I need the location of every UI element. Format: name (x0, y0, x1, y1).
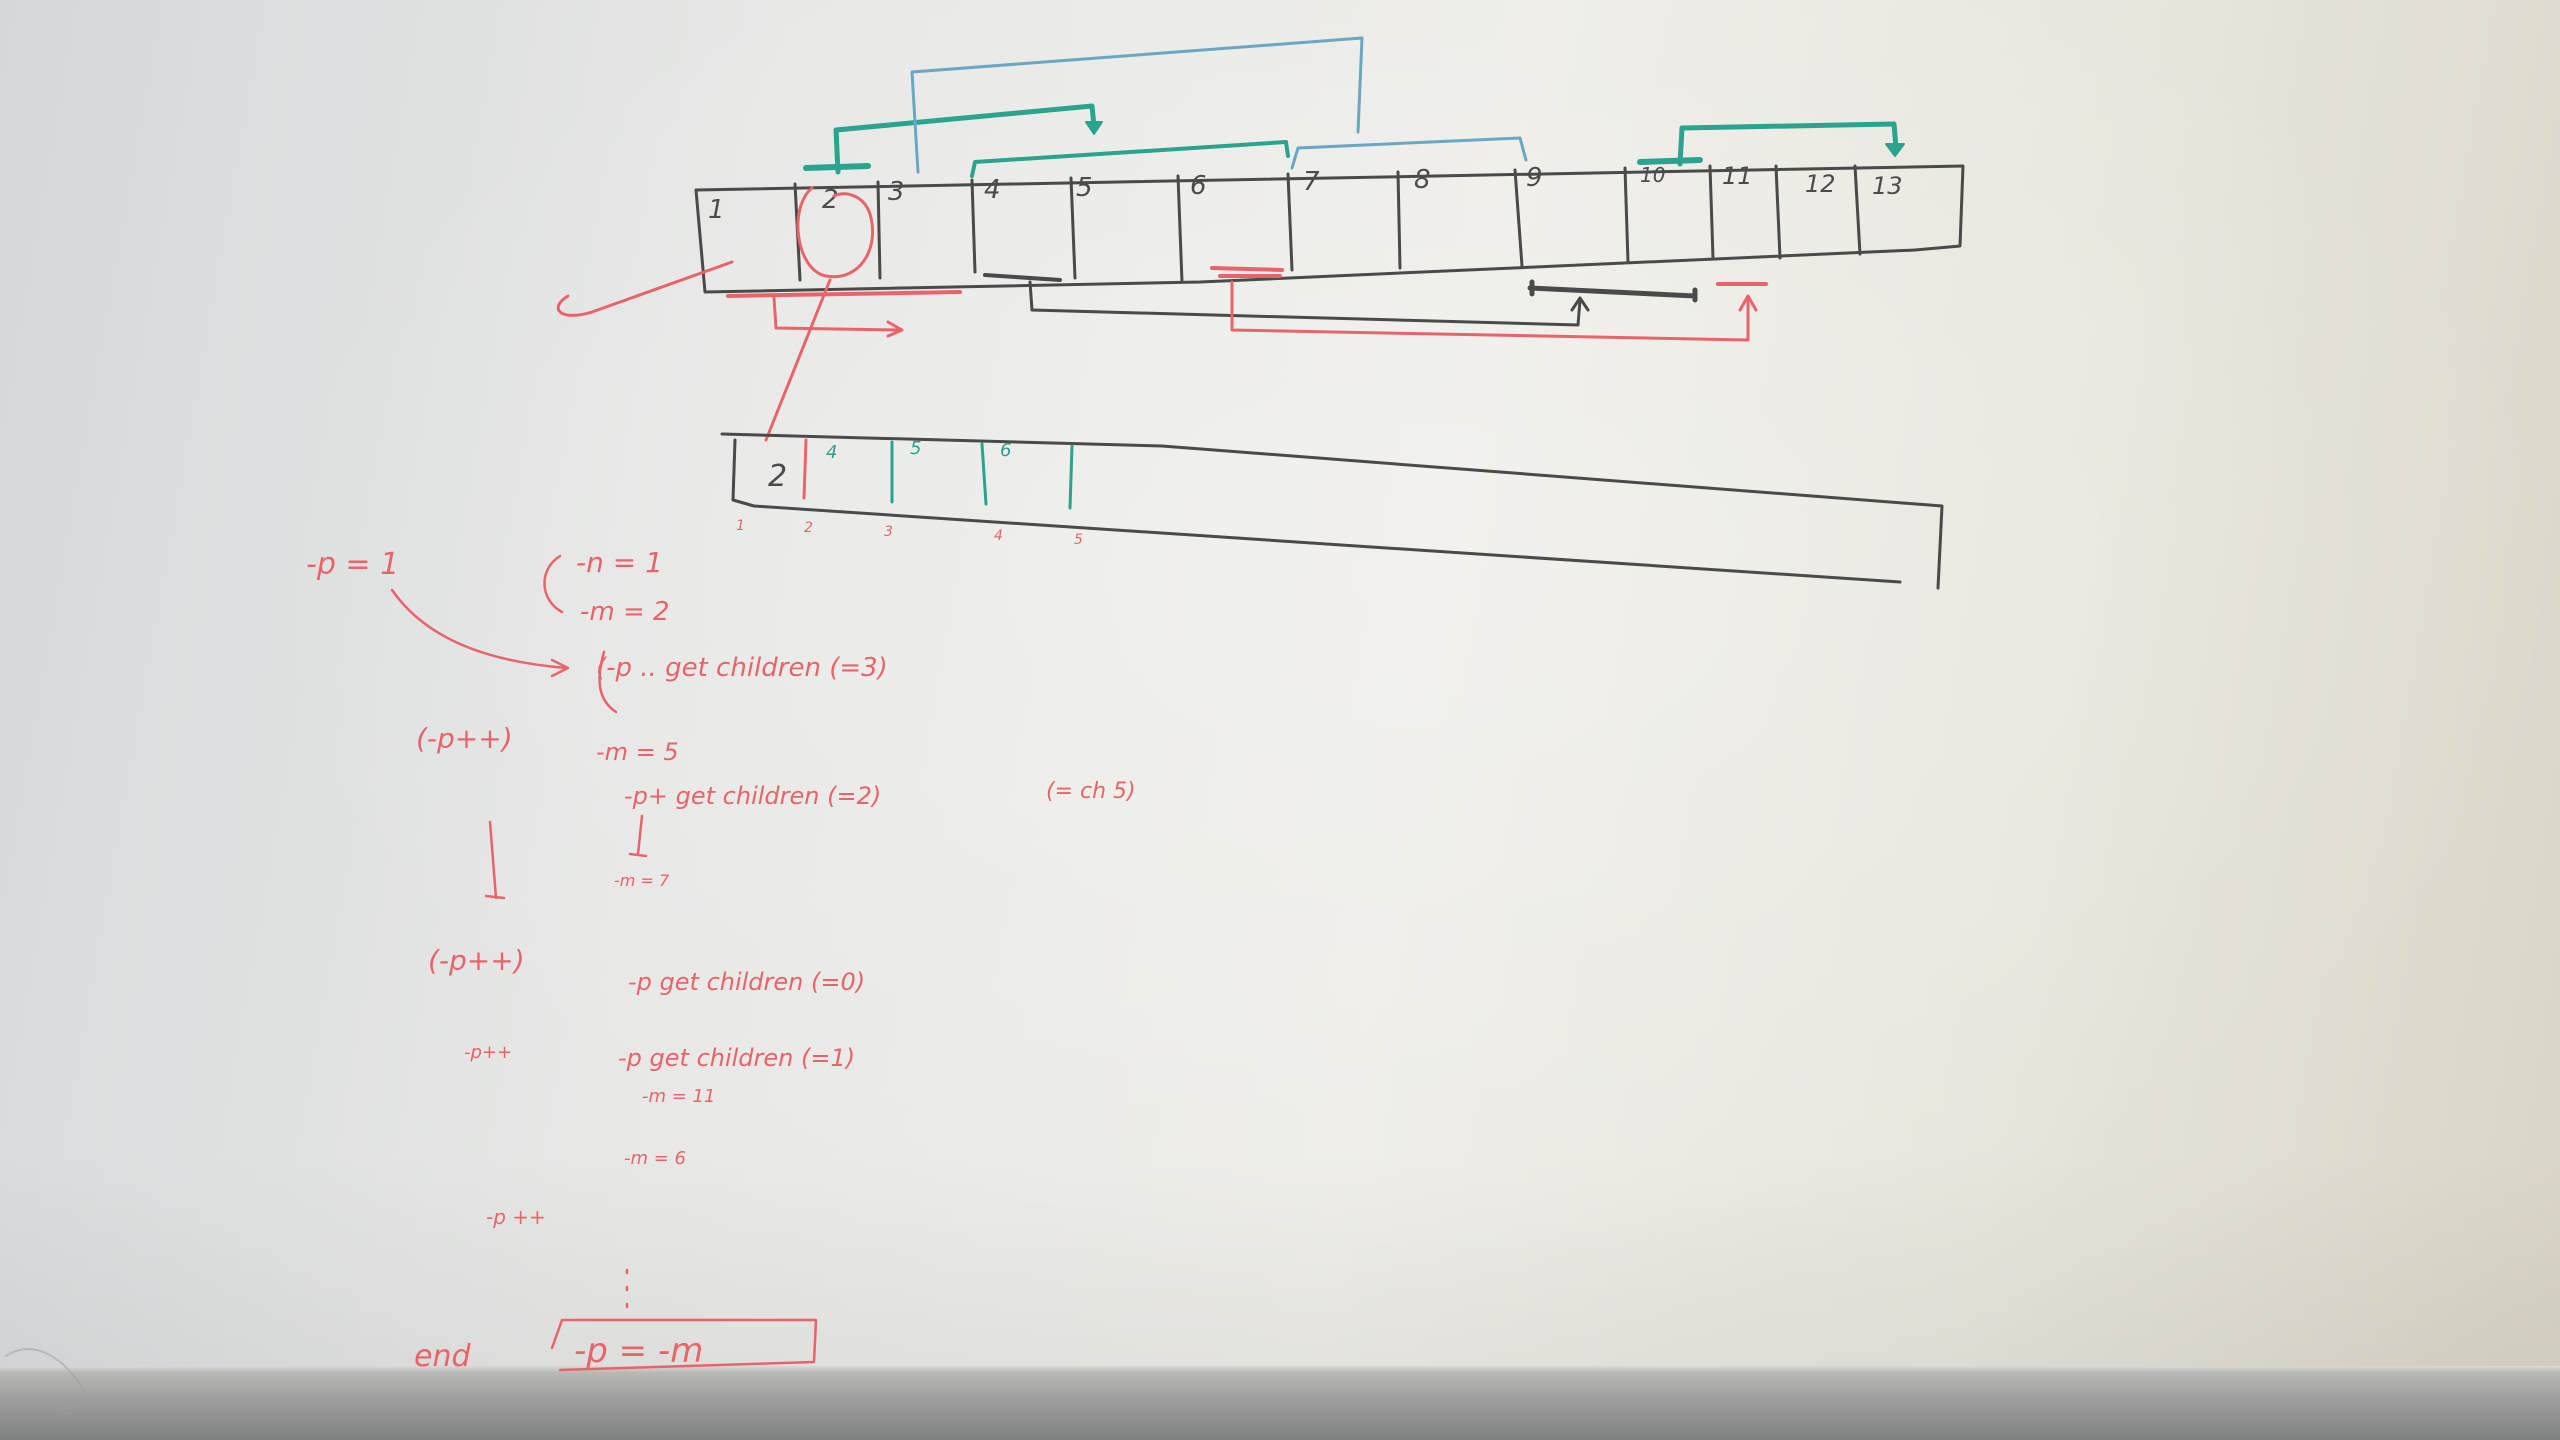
bottom-index-2: 2 (804, 520, 813, 536)
red-loop-cell-2 (796, 186, 875, 279)
note-m-eq-6: -m = 6 (624, 1148, 686, 1169)
black-bracket-9-10 (1527, 279, 1698, 303)
line-p-inc-1-down (484, 820, 506, 900)
note-m-eq-11: -m = 11 (642, 1086, 715, 1107)
teal-base-2 (803, 163, 871, 171)
top-cell-10: 10 (1640, 163, 1665, 187)
note-m-eq-7: -m = 7 (614, 871, 670, 890)
red-arrow-1-to-3 (772, 296, 904, 338)
note-get-children-3: -p get children (=0) (628, 968, 865, 996)
blue-arrow-7-to-9 (1290, 136, 1528, 170)
teal-arrow-2-to-6 (833, 103, 1097, 175)
eraser-smudges (5, 1348, 121, 1411)
red-curl-left (556, 260, 734, 317)
top-cell-2: 2 (822, 185, 839, 215)
note-get-children-1: (-p .. get children (=3) (596, 653, 888, 683)
note-p-inc-2: (-p++) (428, 944, 525, 977)
black-bracket-4-5 (983, 273, 1062, 282)
top-array (694, 164, 1965, 327)
note-get-children-4: -p get children (=1) (618, 1044, 855, 1072)
teal-arrow-10-to-13 (1677, 121, 1899, 167)
pseudocode-text: -p = 1 -n = 1 -m = 2 (-p .. get children… (306, 546, 1136, 1374)
red-link-to-bottom (764, 278, 832, 442)
teal-arrows (803, 103, 1905, 178)
bottom-cell-3: 5 (910, 438, 921, 459)
black-connector (1028, 280, 1590, 327)
note-aside: (= ch 5) (1046, 779, 1136, 804)
bottom-cell-2: 4 (826, 442, 837, 463)
note-m-eq-2: -m = 2 (580, 597, 670, 627)
top-cell-3: 3 (888, 177, 905, 207)
note-end-condition: -p = -m (574, 1331, 703, 1371)
red-marks-top (556, 186, 1768, 442)
bottom-array (720, 432, 1944, 590)
note-n-eq-1: -n = 1 (576, 546, 663, 579)
note-get-children-2: -p+ get children (=2) (624, 782, 881, 810)
top-array-indices: 1 2 3 4 5 6 7 8 9 10 11 12 13 (708, 162, 1903, 225)
brace-n-m (543, 554, 564, 614)
teal-arrowhead-6 (1085, 121, 1103, 135)
top-cell-6: 6 (1190, 171, 1207, 201)
note-m-eq-5: -m = 5 (596, 738, 679, 766)
note-p-inc-3: -p++ (464, 1042, 512, 1063)
top-cell-11: 11 (1722, 162, 1753, 190)
teal-base-10 (1637, 157, 1703, 165)
top-cell-5: 5 (1076, 173, 1093, 203)
end-condition-box (550, 1318, 818, 1372)
note-p-eq-1: -p = 1 (306, 547, 399, 582)
pseudocode-arrows (390, 554, 818, 1372)
top-cell-8: 8 (1414, 165, 1431, 195)
bottom-index-1: 1 (736, 518, 745, 534)
brace-get-children-1 (598, 650, 618, 714)
top-array-dividers (793, 164, 1862, 284)
red-underline-1-3 (726, 290, 962, 298)
marker-tray-lip (0, 1366, 2560, 1374)
red-arrow-6-to-11 (1230, 280, 1758, 342)
note-end: end (414, 1339, 471, 1374)
bottom-array-dividers (802, 438, 1074, 510)
bottom-index-3: 3 (884, 524, 893, 540)
red-underline-6 (1210, 266, 1284, 278)
blue-arrow-3-to-7 (910, 36, 1364, 174)
top-cell-12: 12 (1805, 170, 1836, 198)
arrow-p-to-get-children (390, 588, 570, 678)
bottom-cell-4: 6 (1000, 440, 1011, 461)
bottom-index-5: 5 (1074, 532, 1083, 548)
marker-tray (0, 1372, 2560, 1440)
top-cell-9: 9 (1526, 163, 1543, 193)
note-p-inc-4: -p ++ (486, 1205, 546, 1229)
bottom-cell-1: 2 (768, 459, 787, 494)
teal-arrow-4-span (970, 140, 1290, 178)
teal-arrowhead-13 (1885, 143, 1905, 157)
bottom-array-outline (720, 432, 1944, 590)
bottom-index-4: 4 (994, 528, 1003, 544)
top-cell-13: 13 (1872, 172, 1903, 200)
top-cell-1: 1 (708, 195, 725, 225)
top-cell-7: 7 (1303, 167, 1320, 197)
blue-arrows (910, 36, 1528, 174)
note-p-inc-1: (-p++) (416, 722, 513, 755)
top-cell-4: 4 (984, 175, 1001, 205)
top-array-outline (694, 164, 1965, 294)
tick-get-children-2 (628, 814, 648, 858)
